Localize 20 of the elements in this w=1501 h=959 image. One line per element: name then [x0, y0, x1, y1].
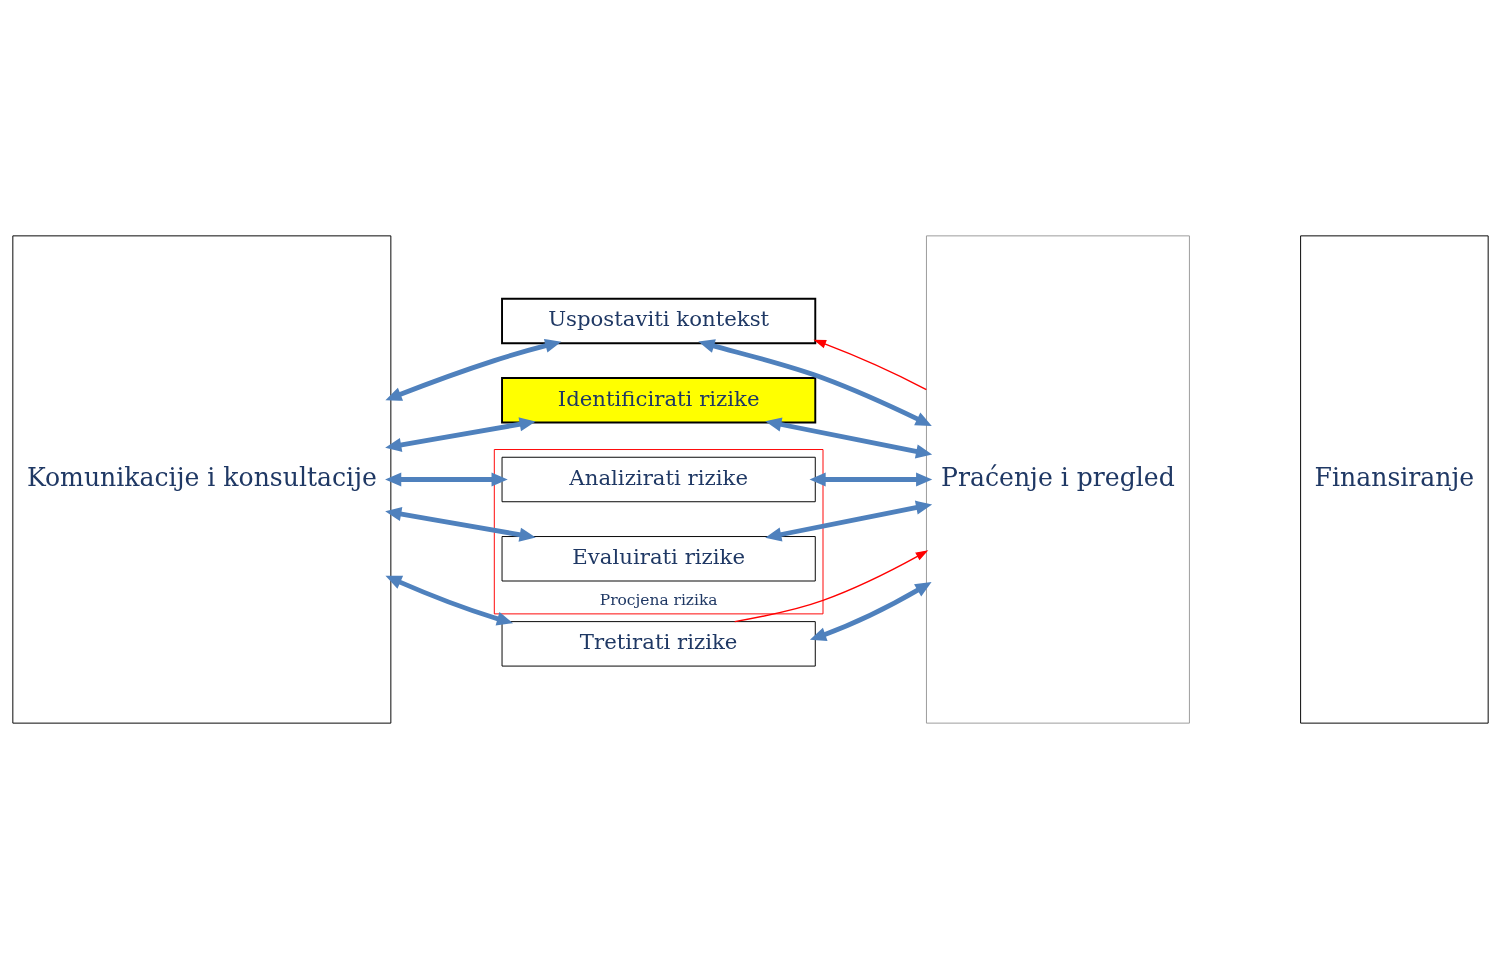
node-box: Komunikacije i konsultacije	[12, 235, 392, 724]
arrow	[809, 582, 932, 642]
arrow	[813, 339, 928, 391]
arrow	[809, 472, 933, 487]
node-box: Uspostaviti kontekst	[501, 297, 817, 345]
arrow	[385, 575, 514, 626]
arrow	[765, 500, 933, 542]
arrow	[385, 507, 536, 542]
arrow	[385, 417, 536, 452]
arrow	[698, 339, 932, 426]
arrow	[765, 417, 933, 459]
arrow	[734, 550, 929, 623]
node-box: Evaluirati rizike	[501, 536, 816, 582]
node-box: Analizirati rizike	[501, 456, 816, 503]
node-box: Finansiranje	[1300, 235, 1489, 724]
arrow	[385, 338, 562, 401]
node-box: Praćenje i pregled	[925, 235, 1190, 724]
arrow	[385, 472, 508, 487]
node-box: Identificirati rizike	[501, 377, 817, 424]
node-box: Tretirati rizike	[501, 621, 816, 667]
